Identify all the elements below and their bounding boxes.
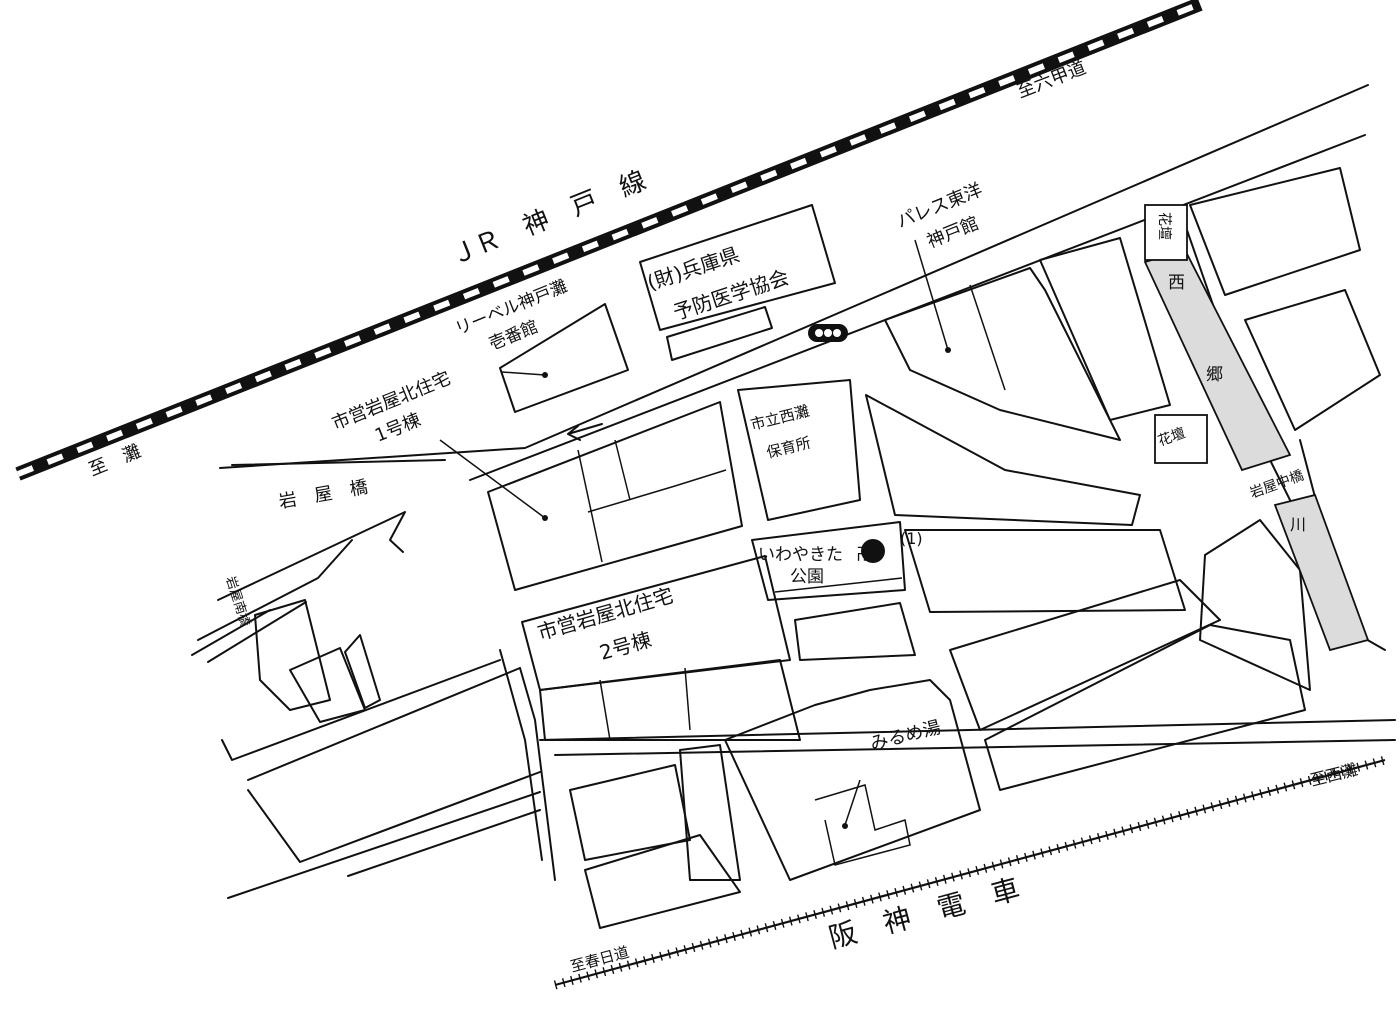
to-nishinada-label: 至西灘	[1308, 760, 1359, 790]
city-blocks	[254, 167, 1381, 929]
iwaya-minami-bridge-label: 岩屋南橋	[222, 574, 253, 628]
park-label-2: 公園	[790, 567, 824, 587]
traffic-signal-icon	[808, 324, 848, 342]
spot-number-label: (1)	[900, 529, 923, 548]
location-marker-icon	[861, 539, 885, 563]
iwaya-bridge-label: 岩 屋 橋	[277, 477, 369, 513]
hanshin-railway	[553, 755, 1387, 990]
roads	[191, 84, 1396, 899]
nishigo-label-2: 郷	[1206, 365, 1223, 385]
jr-railway	[15, 0, 1203, 481]
arrow-left-icon	[567, 423, 603, 441]
nishigo-river	[1143, 204, 1370, 652]
river-label: 川	[1290, 515, 1306, 534]
kadan-top-label: 花壇	[1156, 212, 1173, 240]
park-label-1: いわやきた	[758, 545, 843, 565]
hoikusho-label-1: 市立西灘	[749, 402, 812, 434]
nishigo-label-1: 西	[1168, 273, 1185, 293]
hoikusho-label-2: 保育所	[765, 434, 813, 462]
kita2-label-2: 2号棟	[597, 627, 654, 665]
kita2-label-1: 市営岩屋北住宅	[535, 583, 676, 645]
temple-icon: 卍	[856, 545, 873, 565]
leader-lines	[439, 239, 951, 829]
